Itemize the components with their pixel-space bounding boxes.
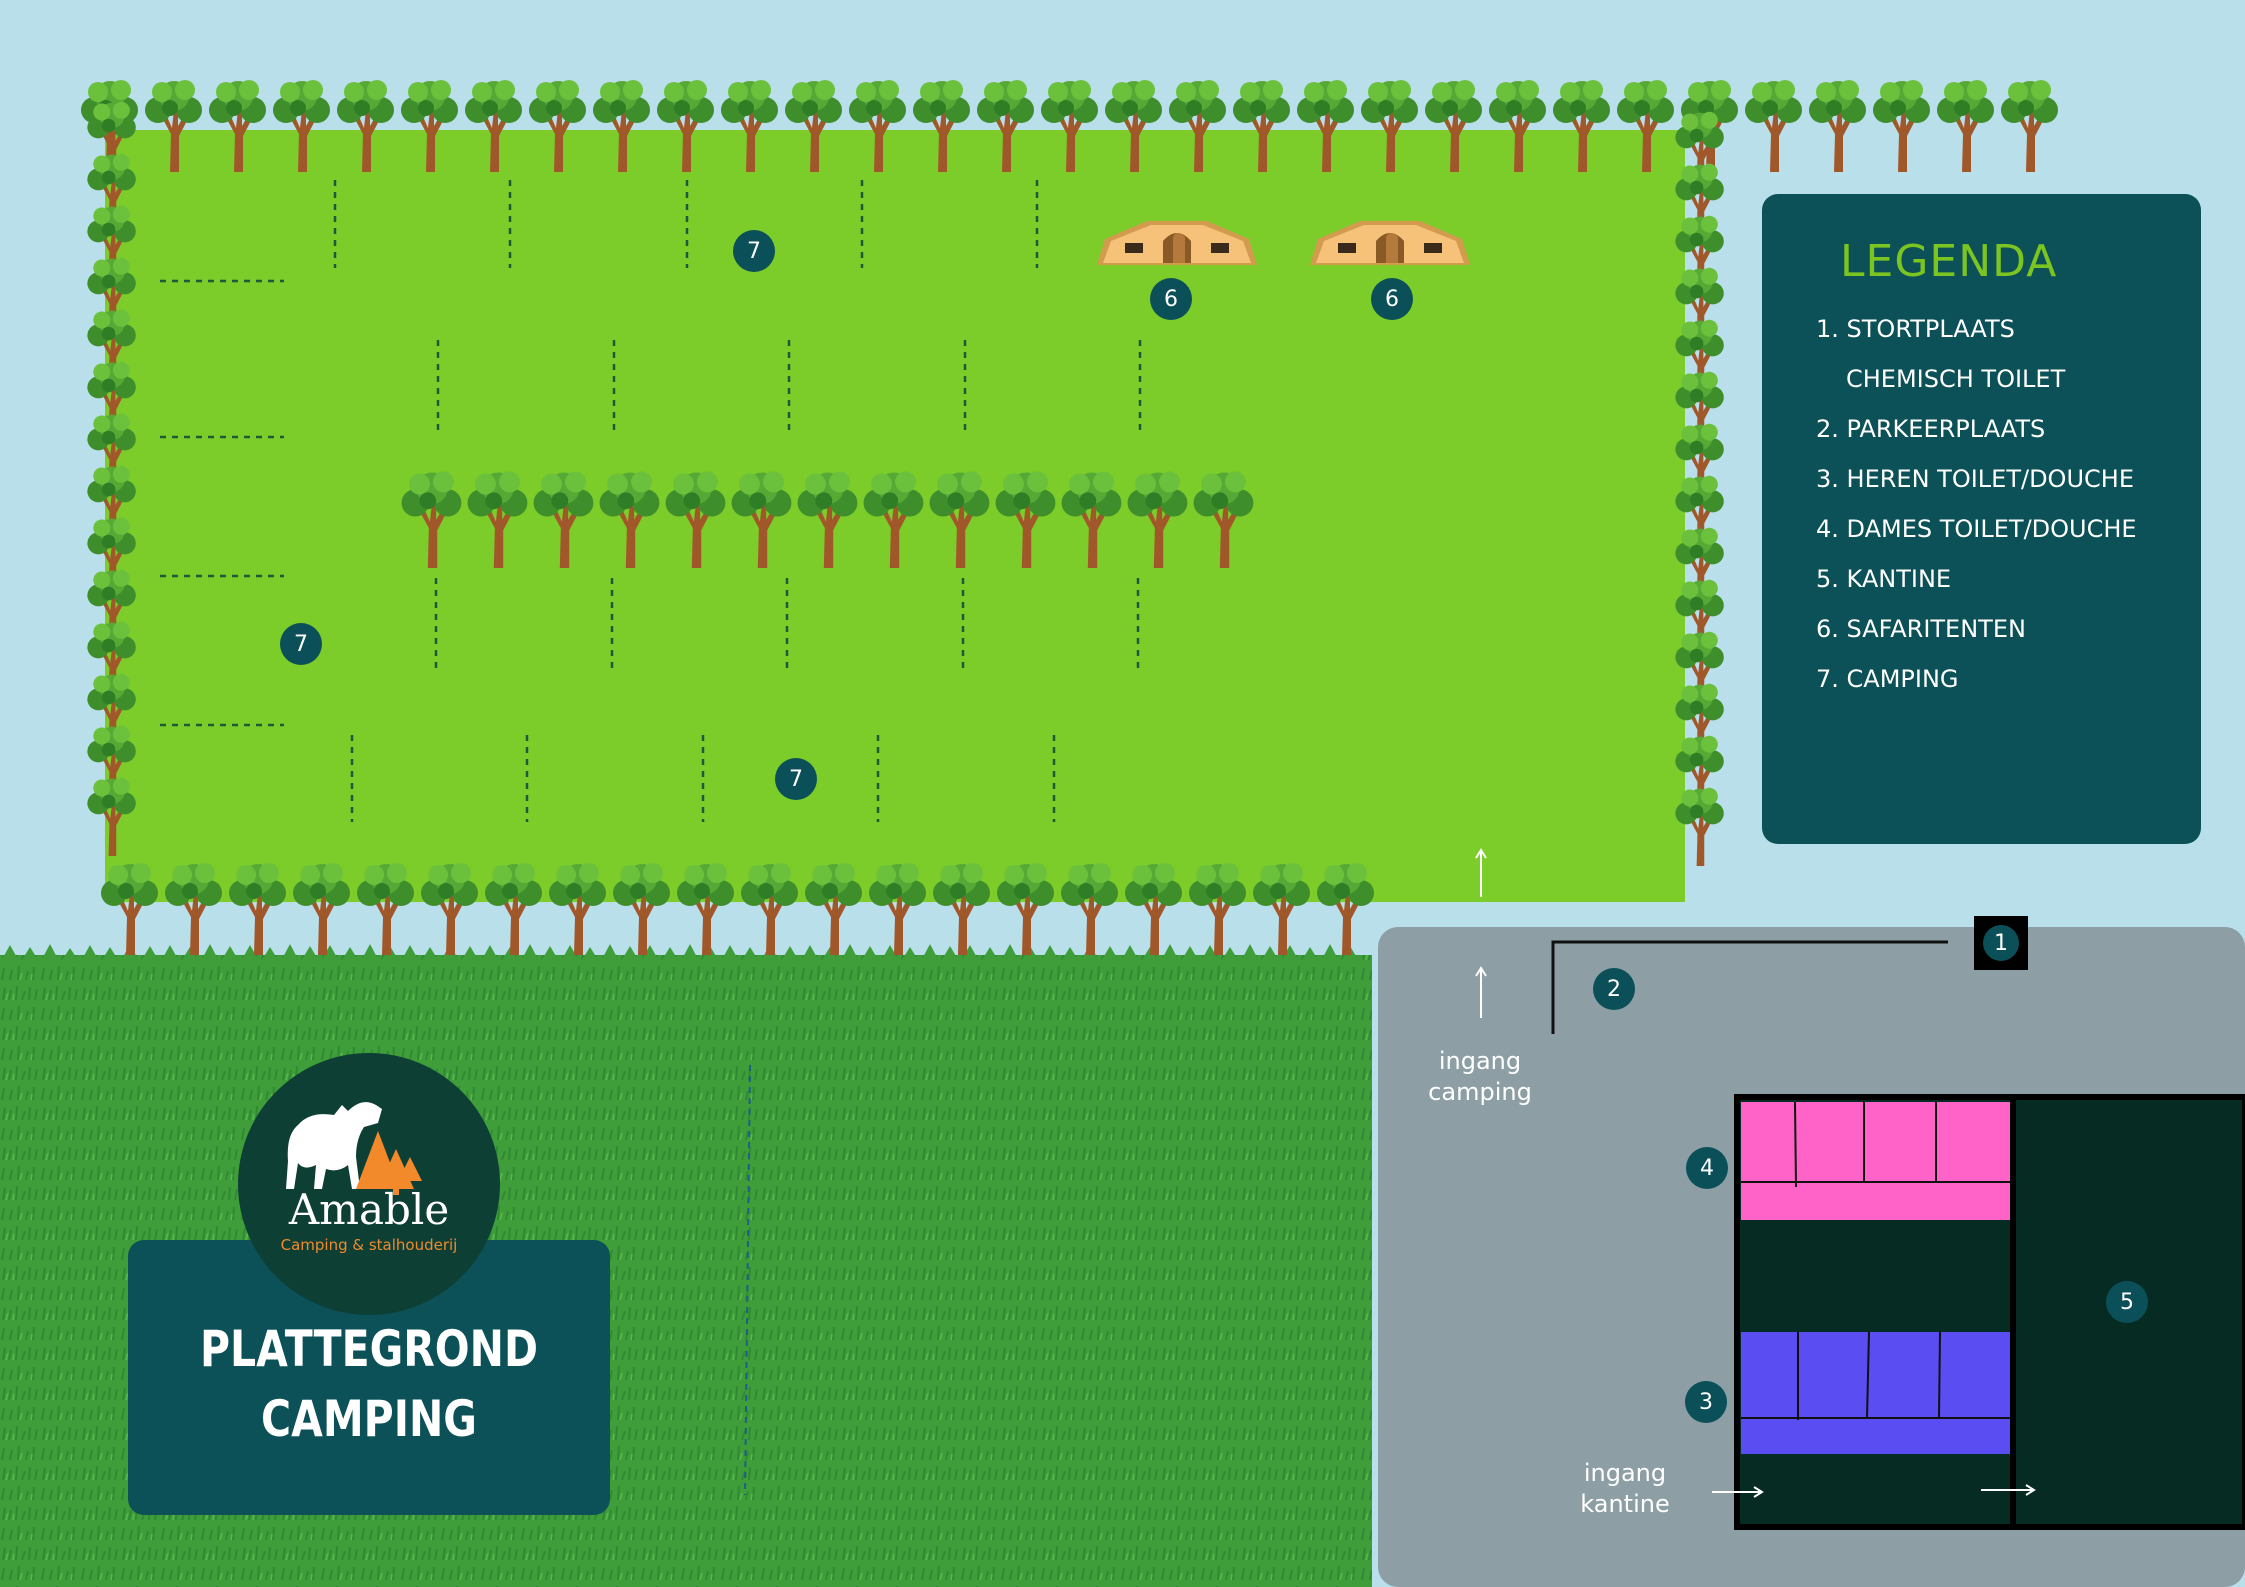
meadow-path: [744, 1064, 751, 1496]
tree-icon: [741, 863, 798, 955]
tree-icon: [613, 863, 670, 955]
legend-item: 2. PARKEERPLAATS: [1816, 415, 2046, 443]
pine-tree-icon: [356, 1131, 422, 1195]
legend-panel: LEGENDA 1. STORTPLAATS CHEMISCH TOILET 2…: [1762, 194, 2201, 844]
tree-icon: [677, 863, 734, 955]
tree-icon: [1061, 863, 1118, 955]
arrow-right-icon: [1981, 1484, 2036, 1496]
tree-icon: [1189, 863, 1246, 955]
tree-icon: [165, 863, 222, 955]
legend-item: 5. KANTINE: [1816, 565, 1952, 593]
pitch-separators: [160, 180, 1142, 822]
tree-icon: [293, 863, 350, 955]
logo-tagline: Camping & stalhouderij: [280, 1236, 458, 1254]
map-title-line-1: PLATTEGROND: [199, 1320, 539, 1378]
marker-3-gents[interactable]: 3: [1685, 1381, 1727, 1423]
tree-icon: [1809, 80, 1866, 172]
legend-item: 7. CAMPING: [1816, 665, 1959, 693]
tree-icon: [1317, 863, 1374, 955]
tree-icon: [101, 863, 158, 955]
tree-icon: [485, 863, 542, 955]
horse-icon: [286, 1102, 422, 1195]
tree-icon: [1745, 80, 1802, 172]
marker-6-safari-tent[interactable]: 6: [1371, 278, 1413, 320]
arrow-up-icon: [1475, 848, 1487, 897]
tree-icon: [421, 863, 478, 955]
tree-icon: [1253, 863, 1310, 955]
map-title-line-2: CAMPING: [261, 1390, 477, 1448]
camping-entrance-label: ingang camping: [1428, 1047, 1532, 1106]
legend-item: CHEMISCH TOILET: [1846, 365, 2066, 393]
marker-7-camping[interactable]: 7: [733, 230, 775, 272]
tree-icon: [1873, 80, 1930, 172]
arrow-up-icon: [1475, 966, 1487, 1018]
marker-7-camping[interactable]: 7: [775, 758, 817, 800]
marker-1-label: 1: [1983, 925, 2019, 961]
marker-5-canteen[interactable]: 5: [2106, 1281, 2148, 1323]
tree-icon: [1125, 863, 1182, 955]
marker-7-camping[interactable]: 7: [280, 623, 322, 665]
tree-row-right: [1675, 111, 1724, 866]
marker-6-safari-tent[interactable]: 6: [1150, 278, 1192, 320]
tree-icon: [229, 863, 286, 955]
tree-icon: [933, 863, 990, 955]
logo-name: Amable: [288, 1185, 450, 1234]
legend-list: 1. STORTPLAATS CHEMISCH TOILET 2. PARKEE…: [1816, 304, 2137, 704]
marker-1-dump-station[interactable]: 1: [1974, 916, 2028, 970]
tree-icon: [357, 863, 414, 955]
marker-4-ladies[interactable]: 4: [1686, 1147, 1728, 1189]
legend-title: LEGENDA: [1840, 236, 2058, 287]
tree-icon: [1937, 80, 1994, 172]
tree-icon: [805, 863, 862, 955]
arrow-right-icon: [1712, 1486, 1764, 1498]
sanitary-building[interactable]: [1734, 1094, 2019, 1530]
tree-icon: [549, 863, 606, 955]
marker-2-parking[interactable]: 2: [1593, 968, 1635, 1010]
amable-logo: Amable Camping & stalhouderij: [238, 1053, 500, 1315]
tree-icon: [2001, 80, 2058, 172]
tree-icon: [997, 863, 1054, 955]
legend-item: 1. STORTPLAATS: [1816, 315, 2015, 343]
legend-item: 4. DAMES TOILET/DOUCHE: [1816, 515, 2137, 543]
legend-item: 3. HEREN TOILET/DOUCHE: [1816, 465, 2134, 493]
parking-boundary: [1551, 940, 1948, 1034]
legend-item: 6. SAFARITENTEN: [1816, 615, 2026, 643]
tree-icon: [869, 863, 926, 955]
canteen-entrance-label: ingang kantine: [1580, 1459, 1670, 1518]
